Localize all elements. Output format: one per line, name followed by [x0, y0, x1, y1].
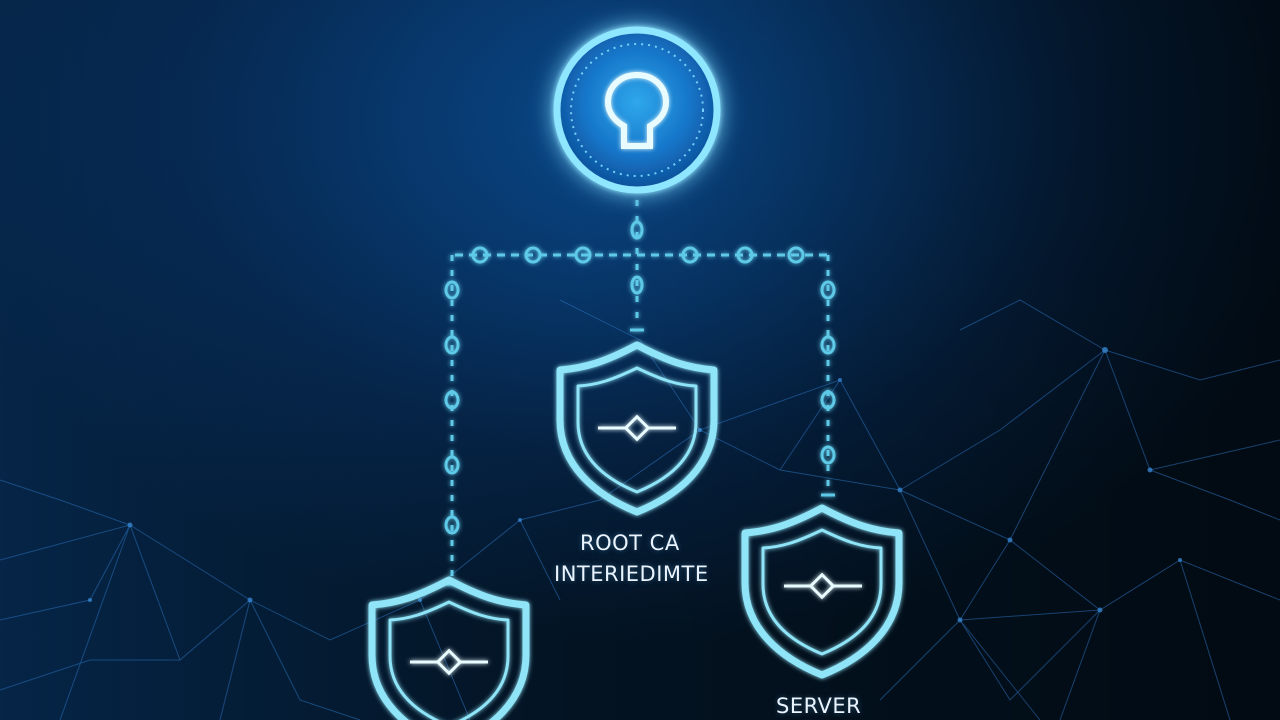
network-mesh-background [0, 299, 1280, 720]
intermediate-label: INTERIEDIMTE [554, 562, 709, 586]
network-mesh-nodes [88, 347, 1182, 623]
keyhole-icon [604, 71, 670, 149]
chain-link-rings [444, 220, 836, 535]
root-ca-label: ROOT CA [580, 531, 680, 555]
server-shield-icon [741, 504, 903, 679]
server-label: SERVER [776, 694, 862, 718]
root-lock-icon [522, 0, 752, 225]
intermediate-shield-icon [556, 341, 718, 516]
left-shield-icon [368, 576, 530, 720]
